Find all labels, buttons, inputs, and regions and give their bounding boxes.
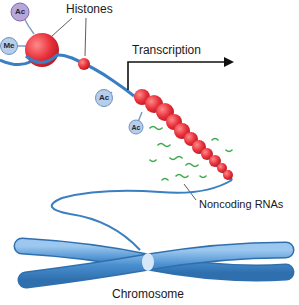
part-label: Chromosome [112, 288, 184, 302]
nucleosome-fiber [134, 89, 233, 180]
part-label: Histones [66, 3, 113, 17]
mark-label: Ac [99, 94, 109, 102]
part-label: Noncoding RNAs [199, 198, 283, 211]
arrow-head [224, 57, 234, 67]
histone [78, 58, 90, 70]
dna-strand [0, 55, 134, 96]
acetyl-mark [129, 120, 143, 134]
methyl-mark [1, 38, 18, 55]
mark-label: Ac [15, 8, 25, 16]
chromosome [22, 246, 286, 280]
noncoding-rna [150, 127, 232, 181]
acetyl-mark [11, 3, 29, 21]
histone [25, 33, 59, 67]
leader-line [52, 18, 86, 56]
dna-wrap [26, 54, 58, 63]
transcription-arrow [128, 62, 226, 90]
mark-label: Me [3, 42, 14, 50]
part-label: Transcription [132, 44, 201, 58]
mark-label: Ac [132, 124, 141, 131]
acetyl-mark [96, 90, 113, 107]
histone-tails [16, 18, 142, 122]
dna-strand [52, 180, 232, 250]
